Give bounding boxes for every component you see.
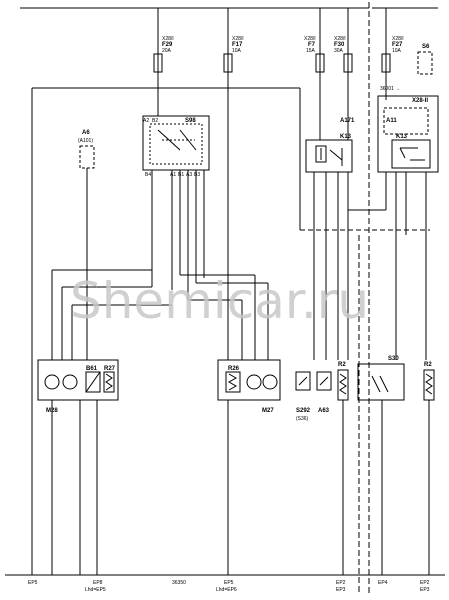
s98-pin-a1: A1	[170, 172, 176, 178]
fuse-f30-rating: 30A	[334, 48, 344, 54]
ground-ep4: EP4	[378, 580, 388, 586]
r27-label: R27	[104, 366, 116, 372]
a6-connector-symbol	[79, 145, 95, 169]
x28-ii-label: X28-II	[412, 98, 428, 104]
s6-label: S6	[422, 44, 430, 50]
m28-label: M28	[46, 408, 58, 414]
a171-label: A171	[340, 118, 355, 124]
s98-switch-block	[142, 115, 210, 171]
s98-pin-b2: B2	[152, 118, 158, 124]
ground-ep5-mid-sub: Lhd=EP6	[216, 587, 237, 593]
a6-label: A6	[82, 130, 90, 136]
fuse-f27-name: F27	[392, 42, 403, 48]
m27-motor-block	[217, 359, 281, 401]
a63-label: A63	[318, 408, 330, 414]
ground-ep8-sub: Lhd=EP5	[85, 587, 106, 593]
m27-label: M27	[262, 408, 274, 414]
r26-label: R26	[228, 366, 240, 372]
s98-pin-b1: B1	[178, 172, 184, 178]
fuse-f29-bus: X28/I	[162, 36, 174, 42]
a6-sublabel: (A101)	[78, 138, 93, 144]
b61-label: B61	[86, 366, 98, 372]
fuse-f30-name: F30	[334, 42, 345, 48]
a63-symbol	[316, 371, 332, 391]
ground-ep3-right: EP3	[420, 587, 430, 593]
fuse-f17-rating: 10A	[232, 48, 242, 54]
watermark: Shemicar.ru	[70, 272, 369, 330]
r2-resistor-left	[337, 369, 349, 401]
ground-ep3-left: EP3	[336, 587, 346, 593]
fuse-f27-bus: X28/I	[392, 36, 404, 42]
fuse-f7-bus: X28/I	[304, 36, 316, 42]
fuse-f29-name: F29	[162, 42, 173, 48]
ground-ep5-left: EP5	[28, 580, 38, 586]
fuse-f17-name: F17	[232, 42, 243, 48]
s98-pin-b4: B4	[145, 172, 151, 178]
s30-switch-block	[357, 363, 405, 401]
fuse-f27-rating: 10A	[392, 48, 402, 54]
s6-switch-symbol	[417, 51, 433, 75]
s98-pin-a3: A3	[186, 172, 192, 178]
s292-switch-symbol	[295, 371, 311, 391]
ground-ep5-mid: EP5	[224, 580, 234, 586]
ground-ep2-right: EP2	[420, 580, 430, 586]
s98-label: S98	[185, 118, 196, 124]
ground-ep2-left: EP2	[336, 580, 346, 586]
fuse-f30-bus: X28/I	[334, 36, 346, 42]
reference-arrow: 36001 →	[380, 86, 400, 92]
s98-pin-b3: B3	[194, 172, 200, 178]
m28-motor-block	[37, 359, 119, 401]
fuse-f7-rating: 15A	[306, 48, 316, 54]
fuse-f17-bus: X28/I	[232, 36, 244, 42]
a171-relay-box	[305, 139, 353, 173]
k13-right-label: K13	[396, 134, 408, 140]
r2-resistor-right	[423, 369, 435, 401]
s292-sublabel: (S36)	[296, 416, 309, 422]
a11-control-box	[377, 95, 439, 173]
ground-ep8: EP8	[93, 580, 103, 586]
r2-left-label: R2	[338, 362, 346, 368]
fuse-f7-name: F7	[308, 42, 316, 48]
s30-label: S30	[388, 356, 399, 362]
k13-label: K13	[340, 134, 352, 140]
a11-label: A11	[386, 118, 397, 124]
r2-right-label: R2	[424, 362, 432, 368]
s292-label: S292	[296, 408, 311, 414]
ground-reference: 36350	[172, 580, 186, 586]
s98-pin-a2: A2	[143, 118, 149, 124]
fuse-f29-rating: 20A	[162, 48, 172, 54]
